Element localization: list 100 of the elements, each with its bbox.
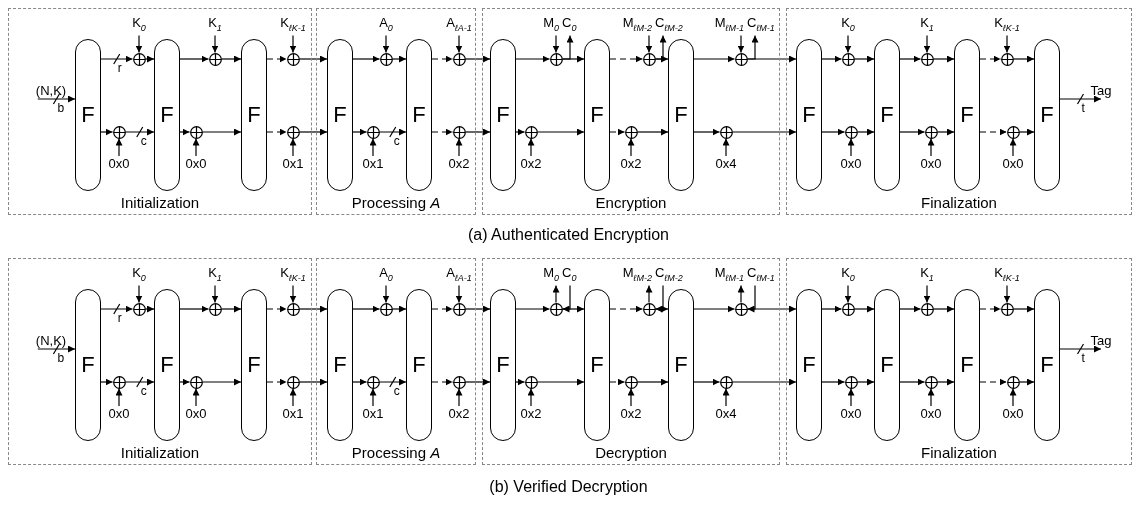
signal-label: 0x2 xyxy=(520,156,542,172)
arrow xyxy=(431,55,454,63)
arrow xyxy=(382,35,390,54)
function-block: F xyxy=(241,289,267,441)
bit-width-label: b xyxy=(57,352,65,364)
arrow xyxy=(1009,137,1017,157)
arrow xyxy=(455,387,463,407)
arrow xyxy=(298,305,328,313)
signal-label: (N,K) xyxy=(35,83,67,99)
function-block: F xyxy=(668,289,694,441)
xor-symbol xyxy=(286,52,300,66)
signal-label: K$_{ℓK-1}$ xyxy=(994,265,1020,286)
stage-title: Initialization xyxy=(120,444,200,461)
arrow xyxy=(211,285,219,304)
arrow xyxy=(627,137,635,157)
stage-box xyxy=(482,258,780,465)
arrow xyxy=(693,55,736,63)
signal-label: 0x4 xyxy=(715,406,737,422)
signal-label: 0x4 xyxy=(715,156,737,172)
signal-label: 0x0 xyxy=(108,156,130,172)
arrow xyxy=(382,285,390,304)
xor-symbol xyxy=(719,375,733,389)
arrow xyxy=(266,55,288,63)
signal-label: 0x1 xyxy=(282,156,304,172)
arrow xyxy=(844,35,852,54)
stage-box xyxy=(316,258,476,465)
function-block: F xyxy=(796,289,822,441)
stage-title: Decryption xyxy=(595,444,667,461)
arrow xyxy=(936,128,955,136)
arrow xyxy=(515,378,526,386)
function-block: F xyxy=(406,289,432,441)
signal-label: 0x0 xyxy=(1002,406,1024,422)
xor-symbol xyxy=(924,125,938,139)
arrow xyxy=(936,378,955,386)
signal-label: 0x0 xyxy=(920,156,942,172)
arrow xyxy=(927,137,935,157)
stage-box xyxy=(8,8,312,215)
arrow xyxy=(100,378,114,386)
signal-label: 0x0 xyxy=(840,406,862,422)
xor-symbol xyxy=(132,52,146,66)
bit-width-label: b xyxy=(57,102,65,114)
arrow xyxy=(289,285,297,304)
arrow xyxy=(932,55,955,63)
arrow xyxy=(192,137,200,157)
arrow xyxy=(37,93,76,105)
xor-symbol xyxy=(524,125,538,139)
signal-label: C$_{ℓM-1}$ xyxy=(747,15,775,36)
signal-label: C$_{ℓM-2}$ xyxy=(655,15,683,36)
arrow xyxy=(37,343,76,355)
arrow xyxy=(552,35,560,54)
bit-width-label: r xyxy=(117,312,122,324)
arrow xyxy=(464,128,491,136)
arrow xyxy=(923,285,931,304)
arrow xyxy=(352,55,381,63)
arrow xyxy=(853,305,875,313)
signal-label: K$_{ℓK-1}$ xyxy=(280,265,306,286)
xor-symbol xyxy=(112,125,126,139)
bit-width-label: c xyxy=(393,385,400,397)
signal-label: A$_{ℓA-1}$ xyxy=(446,265,472,286)
arrow xyxy=(609,128,626,136)
arrow xyxy=(369,137,377,157)
arrow xyxy=(144,305,155,313)
xor-symbol xyxy=(208,302,222,316)
signal-label: M$_{ℓM-1}$ xyxy=(714,265,744,286)
arrow xyxy=(1003,285,1011,304)
xor-symbol xyxy=(841,52,855,66)
arrow xyxy=(391,55,407,63)
arrow xyxy=(135,285,143,304)
signal-label: 0x0 xyxy=(108,406,130,422)
arrow xyxy=(731,378,797,386)
arrow xyxy=(746,305,797,313)
arrow xyxy=(378,376,407,388)
arrow xyxy=(693,128,721,136)
arrow xyxy=(115,137,123,157)
signal-label: K$_{ℓK-1}$ xyxy=(994,15,1020,36)
xor-symbol xyxy=(208,52,222,66)
signal-label: 0x2 xyxy=(448,156,470,172)
function-block: F xyxy=(154,289,180,441)
arrow xyxy=(527,137,535,157)
xor-symbol xyxy=(366,125,380,139)
arrow xyxy=(979,128,1008,136)
function-block: F xyxy=(874,39,900,191)
arrow xyxy=(844,285,852,304)
arrow xyxy=(847,137,855,157)
xor-symbol xyxy=(379,52,393,66)
stage-title: Finalization xyxy=(921,444,997,461)
signal-label: 0x0 xyxy=(1002,156,1024,172)
signal-label: K$_{1}$ xyxy=(920,15,934,36)
arrow xyxy=(536,378,585,386)
function-block: F xyxy=(75,39,101,191)
xor-symbol xyxy=(1006,375,1020,389)
signal-label: K$_{1}$ xyxy=(208,15,222,36)
arrow xyxy=(266,378,288,386)
signal-label: K$_{0}$ xyxy=(132,15,146,36)
stage-box xyxy=(786,8,1132,215)
xor-symbol xyxy=(920,302,934,316)
arrow xyxy=(1012,55,1035,63)
xor-symbol xyxy=(549,52,563,66)
arrow xyxy=(100,303,134,315)
arrow xyxy=(1003,35,1011,54)
